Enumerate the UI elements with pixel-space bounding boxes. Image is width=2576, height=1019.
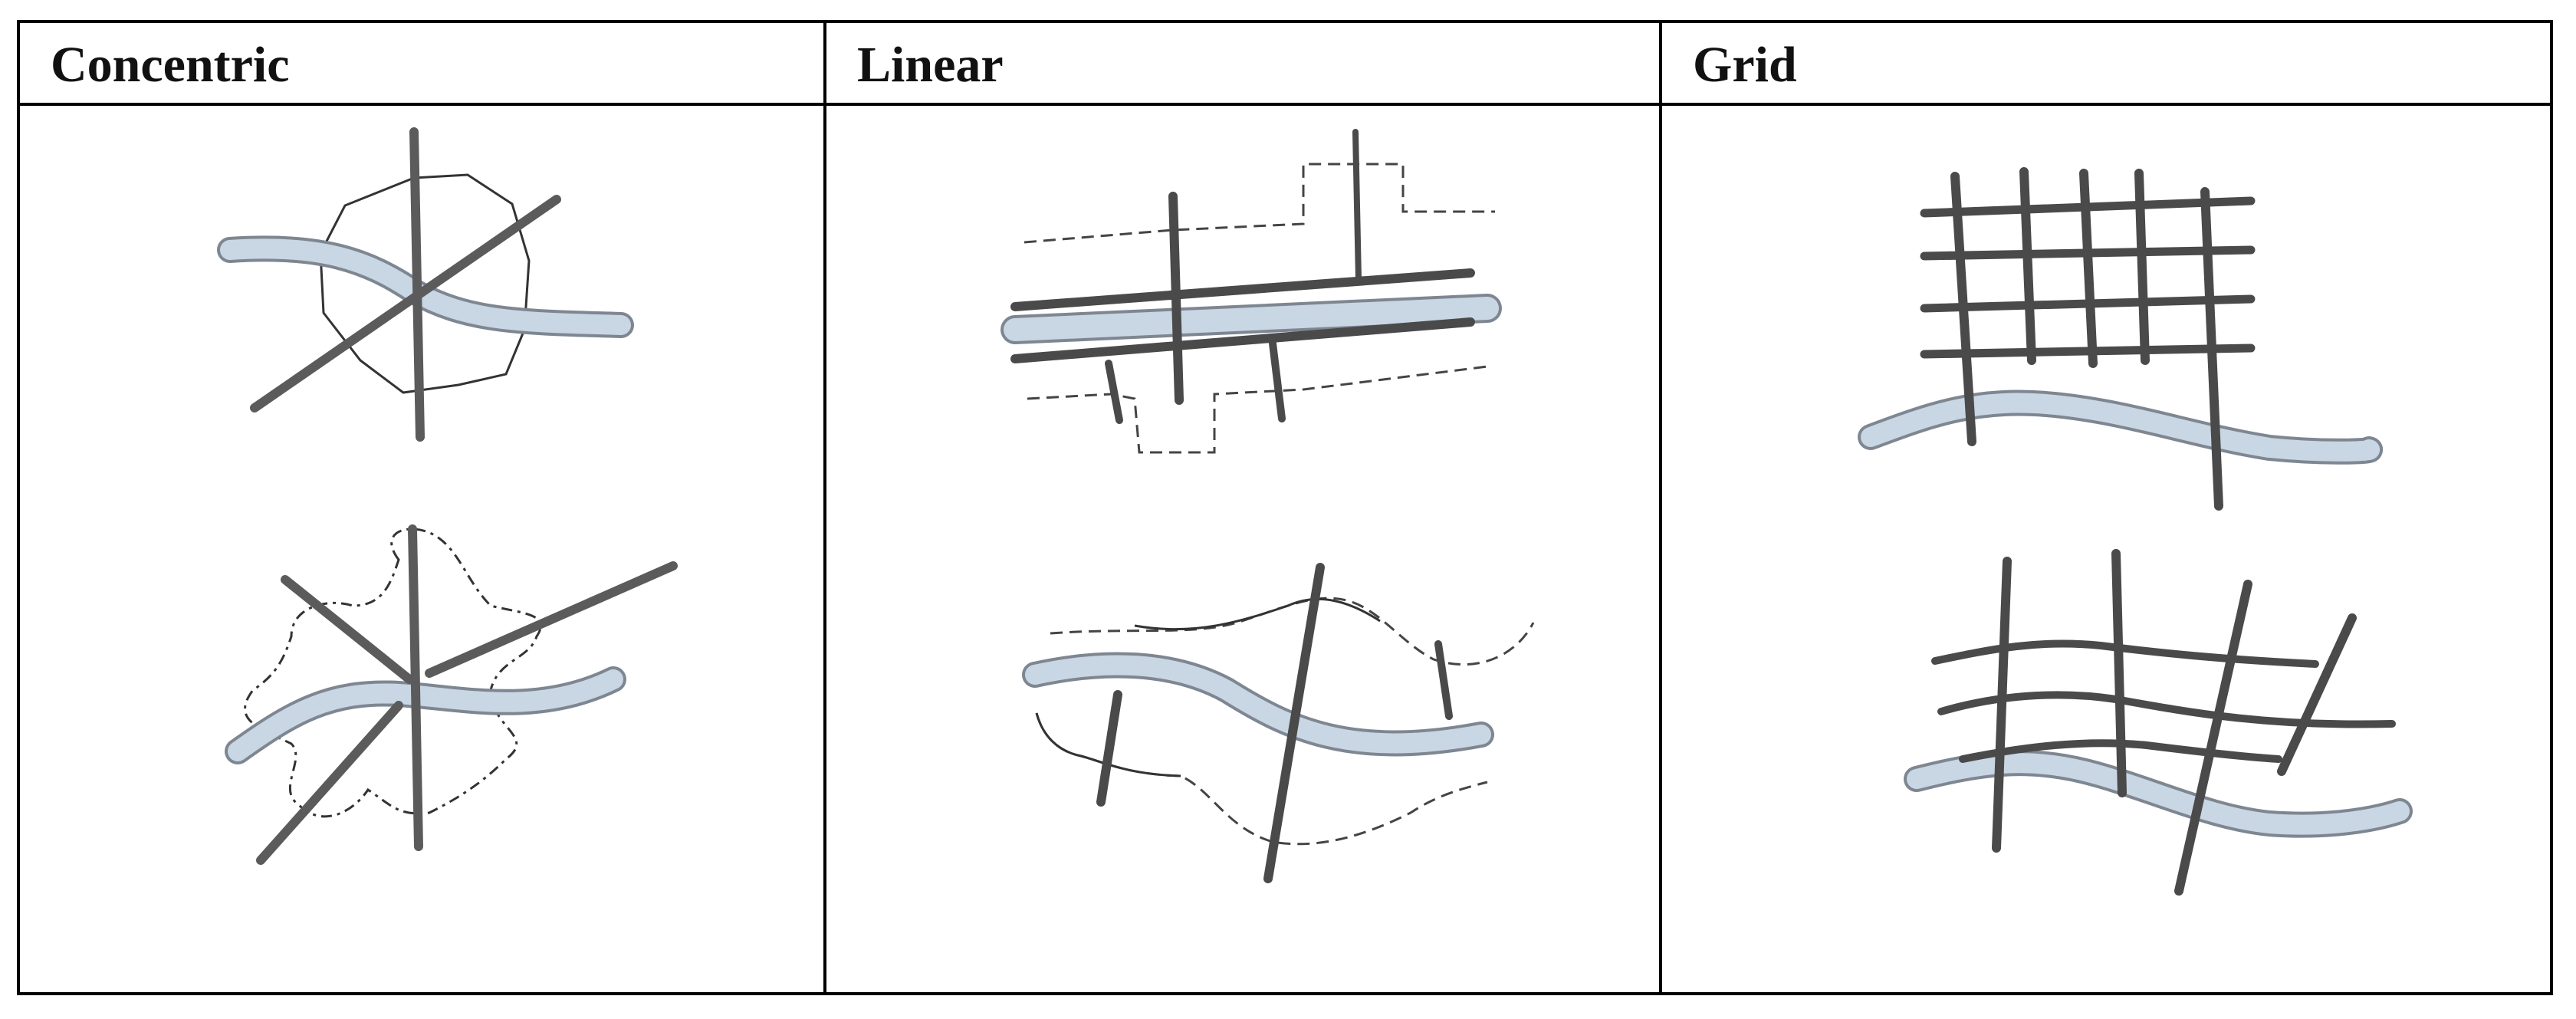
road [1920,344,2256,359]
road [1959,739,2282,763]
road [281,575,414,684]
road [256,701,403,865]
road [2277,613,2357,776]
road [1931,639,2319,668]
road [1010,268,1475,311]
road [2174,580,2252,896]
road [2134,169,2150,365]
road [1263,563,1325,883]
city-boundary [244,528,542,818]
concentric-compact-sketch [217,127,634,442]
road [1434,640,1453,720]
road [1269,340,1286,422]
column-header-linear: Linear [857,37,1004,93]
road [2019,167,2036,365]
grid-regular-sketch [1858,167,2384,511]
road [1096,690,1122,807]
road [409,127,425,442]
road [2200,187,2223,511]
city-boundary [1024,163,1495,244]
column-header-concentric: Concentric [51,37,290,93]
concentric-sprawl-sketch [225,524,678,865]
grid-irregular-sketch [1904,549,2413,896]
road [425,561,678,678]
road [1992,557,2012,853]
road [2111,549,2127,797]
linear-winding-sketch [1022,563,1535,883]
linear-straight-sketch [1001,129,1502,454]
table-grid [17,20,2553,995]
road [2079,169,2098,368]
road [1352,129,1362,282]
road [1168,192,1184,405]
column-header-grid: Grid [1693,37,1797,93]
road [250,195,561,413]
road [1937,691,2396,728]
city-boundary [1027,365,1488,454]
road [1010,317,1475,363]
road [1950,172,1976,446]
road [1105,360,1123,424]
road [408,524,423,851]
